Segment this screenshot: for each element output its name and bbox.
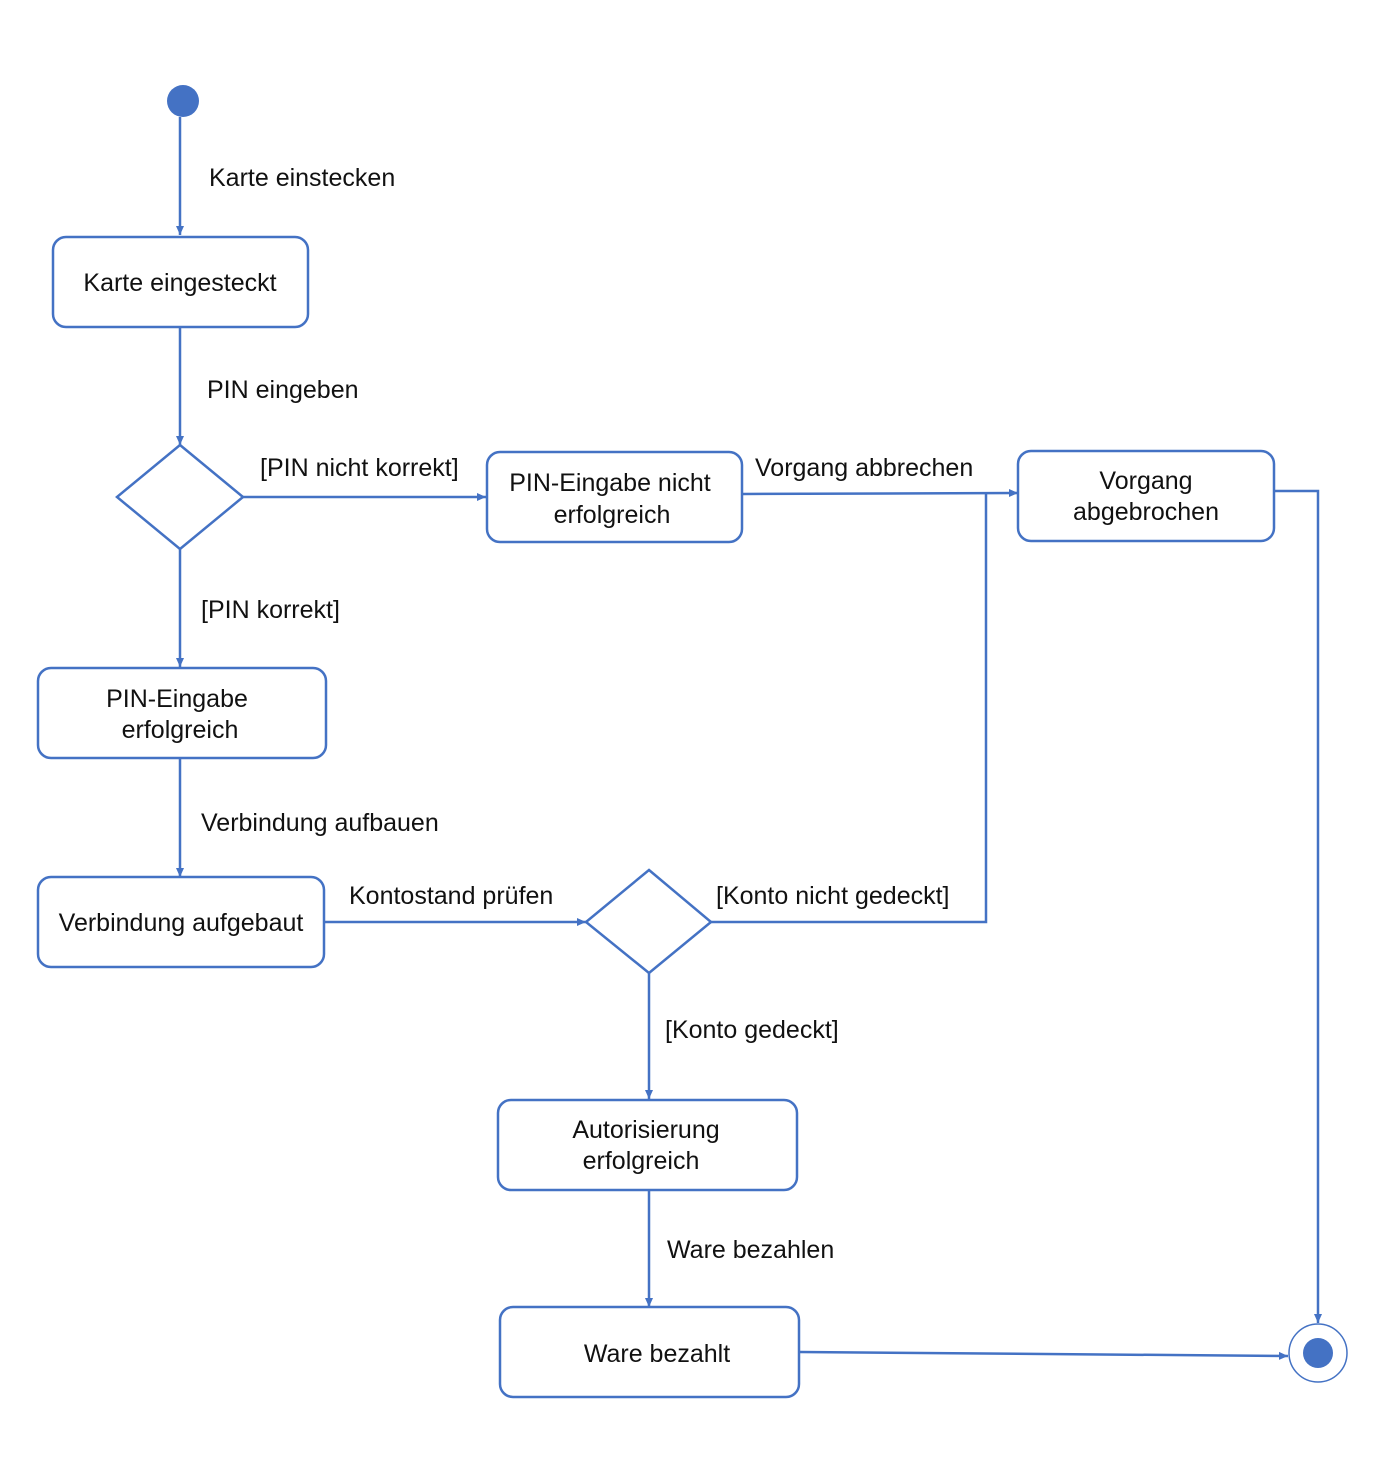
transition-label-kontostand-pruefen: Kontostand prüfen [349,882,553,910]
state-label-pin-nicht-erfolgreich-line-2: erfolgreich [554,501,671,529]
state-label-vorgang-abgebrochen-line-2: abgebrochen [1073,498,1219,526]
state-vorgang-abgebrochen [1016,449,1276,543]
state-label-pin-erfolgreich-line-1: PIN-Eingabe [106,685,248,713]
flow-pin-nicht-erfolgreich-to-vorgang-abgebrochen [742,489,1019,498]
transition-label-pin-korrekt: [PIN korrekt] [201,596,340,624]
transition-label-karte-einstecken: Karte einstecken [209,164,395,192]
state-label-karte-eingesteckt: Karte eingesteckt [83,269,276,297]
initial-node [167,85,199,117]
transition-label-vorgang-abbrechen: Vorgang abbrechen [755,454,973,482]
state-label-pin-erfolgreich-line-2: erfolgreich [122,716,239,744]
state-label-autorisierung-line-2: erfolgreich [583,1147,700,1175]
state-label-ware-bezahlt: Ware bezahlt [584,1340,730,1368]
state-karte-eingesteckt [51,235,310,329]
decision-pin-pruefung [115,443,245,551]
flow-vorgang-abgebrochen-to-final-node [1275,489,1322,1323]
state-pin-eingabe-erfolgreich [36,666,328,760]
flow-ware-bezahlt-to-final-node [799,1350,1289,1360]
state-ware-bezahlt [498,1305,801,1399]
decision-kontostand [584,868,713,975]
state-autorisierung-erfolgreich [496,1098,799,1192]
transition-label-pin-nicht-korrekt: [PIN nicht korrekt] [260,454,459,482]
state-pin-eingabe-nicht-erfolgreich [485,450,744,544]
state-verbindung-aufgebaut [36,875,326,969]
state-label-pin-nicht-erfolgreich-line-1: PIN-Eingabe nicht [509,469,711,497]
transition-label-konto-nicht-gedeckt: [Konto nicht gedeckt] [716,882,949,910]
state-label-vorgang-abgebrochen-line-1: Vorgang [1099,467,1192,495]
transition-label-pin-eingeben: PIN eingeben [207,376,359,404]
state-label-verbindung-aufgebaut: Verbindung aufgebaut [59,909,304,937]
state-label-autorisierung-line-1: Autorisierung [572,1116,719,1144]
transition-label-verbindung-aufbauen: Verbindung aufbauen [201,809,439,837]
transition-label-konto-gedeckt: [Konto gedeckt] [665,1016,839,1044]
flow-konto-decision-to-vorgang-abgebrochen [711,493,988,924]
final-node-core [1303,1338,1333,1368]
transition-label-ware-bezahlen: Ware bezahlen [667,1236,834,1264]
